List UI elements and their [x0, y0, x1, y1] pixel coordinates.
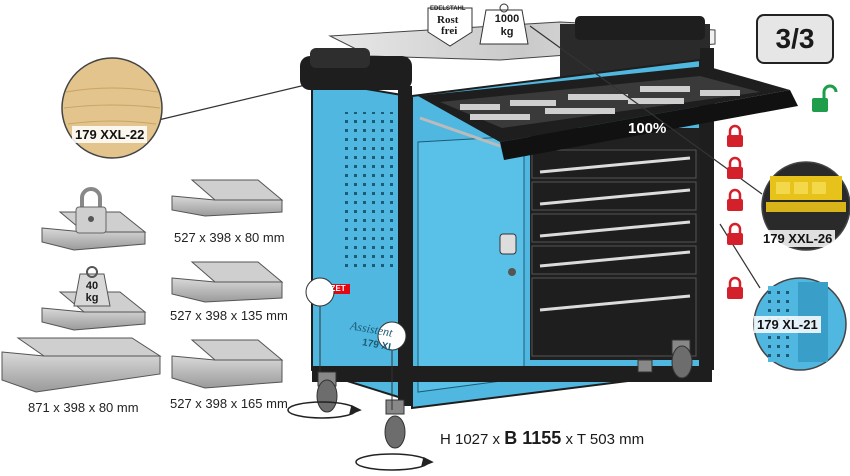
drawer-load-value: 40 [85, 280, 99, 292]
callout-drawer-insert-label: 179 XXL-26 [760, 230, 836, 247]
drawer-size-label: 527 x 398 x 80 mm [174, 230, 285, 245]
tool-trolley [300, 16, 798, 410]
callout-top-mat-label: 179 XXL-22 [72, 126, 148, 143]
castor-wheels [316, 339, 693, 449]
locked-padlock-icon [727, 124, 743, 299]
drawer-extension-label: 100% [628, 120, 667, 137]
load-weight-badge [479, 3, 529, 45]
swivel-arrow-icon [287, 401, 434, 471]
brand-label: HAZET [319, 284, 346, 293]
callout-side-panel-label: 179 XL-21 [754, 316, 821, 333]
overall-dimensions: H 1027 x B 1155 x T 503 mm [440, 428, 644, 449]
drawer-tray-deep [171, 339, 284, 389]
drawer-tray-large-top [171, 179, 284, 217]
drawer-insert-circle [761, 161, 850, 251]
castor-detail-circle [305, 277, 407, 410]
dimension-height: H 1027 x [440, 431, 505, 448]
weight-icon [73, 266, 111, 307]
dimension-width: B 1155 [504, 428, 562, 448]
page-indicator: 3/3 [756, 14, 834, 64]
wood-top-mat-circle [61, 57, 163, 159]
stainless-label-line2: frei [441, 25, 458, 37]
load-value: 1000 [494, 13, 520, 25]
unlocked-padlock-icon [812, 84, 838, 112]
drawer-size-label: 527 x 398 x 165 mm [170, 396, 288, 411]
drawer-tray-medium [171, 261, 284, 303]
stainless-steel-badge [427, 7, 473, 47]
drawer-size-label: 527 x 398 x 135 mm [170, 308, 288, 323]
dimension-depth: x T 503 mm [561, 431, 645, 448]
drawer-load-unit: kg [85, 292, 99, 304]
load-unit: kg [500, 26, 514, 38]
stainless-small-label: EDELSTAHL [430, 6, 466, 12]
stainless-label-line1: Rost [437, 14, 459, 26]
drawer-size-label: 871 x 398 x 80 mm [28, 400, 139, 415]
drawer-tray-wide [1, 337, 162, 393]
padlock-icon [75, 187, 107, 234]
